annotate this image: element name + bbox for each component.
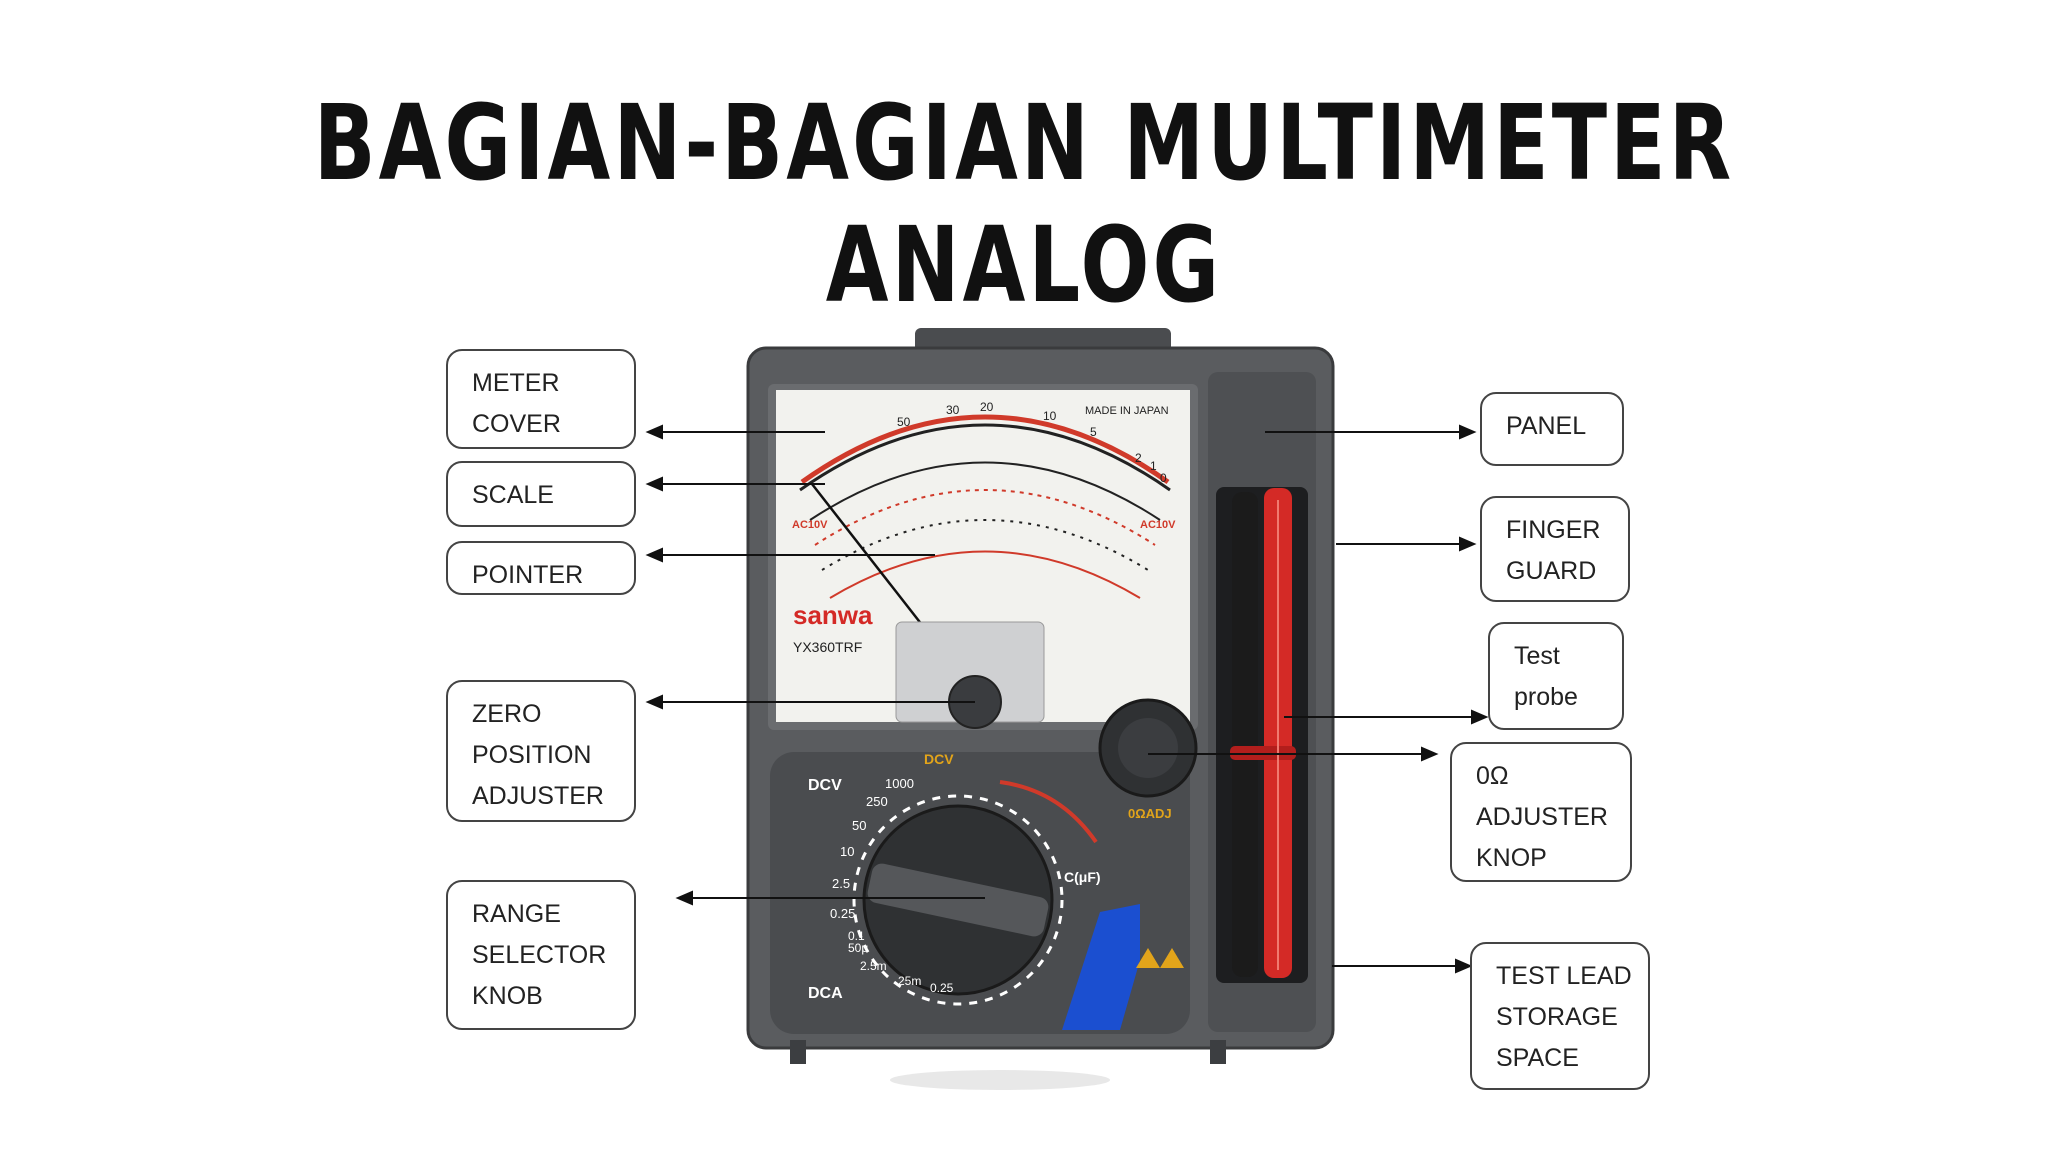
range-dial-ring (852, 794, 1064, 1006)
arrowhead (1471, 709, 1489, 725)
arrowhead (1421, 746, 1439, 762)
ac10v-left: AC10V (792, 519, 828, 531)
dcv-top-label: DCV (924, 751, 954, 767)
cap-label: C(μF) (1064, 869, 1101, 885)
scale-number: 2 (1135, 451, 1142, 465)
warning-icon (1136, 948, 1160, 968)
label-panel: PANEL (1480, 392, 1624, 466)
ohm-range-arc (999, 780, 1098, 844)
label-pointer: POINTER (446, 541, 636, 595)
scale-number: 1 (1150, 459, 1157, 473)
ohm-adjuster-knob-center (1118, 718, 1178, 778)
dcv-mark: 50 (852, 818, 866, 833)
device-foot-right (1210, 1040, 1226, 1064)
ac10v-right: AC10V (1140, 519, 1176, 531)
black-probe (1232, 492, 1258, 977)
scale-number: 0 (1160, 471, 1167, 485)
scale-number: 5 (1090, 425, 1097, 439)
scale-arc-2 (809, 461, 1161, 521)
label-finger-guard: FINGER GUARD (1480, 496, 1630, 602)
label-test-probe: Test probe (1488, 622, 1624, 730)
highlight-overlay (995, 904, 1140, 1030)
arrowhead (645, 547, 663, 563)
dcv-label: DCV (808, 777, 842, 794)
scale-number: 20 (980, 400, 994, 414)
warning-icon (1160, 948, 1184, 968)
dcv-mark: 1000 (885, 776, 914, 791)
label-test-lead-storage-space: TEST LEAD STORAGE SPACE (1470, 942, 1650, 1090)
leader-lines (645, 424, 1489, 974)
ohm-adj-label: 0ΩADJ (1128, 806, 1172, 821)
dca-mark: 0.1 (848, 929, 865, 943)
scale-arc-ohm (800, 414, 1170, 485)
label-meter-cover: METER COVER (446, 349, 636, 449)
arrowhead (645, 476, 663, 492)
arrowhead (645, 694, 663, 710)
device-foot-left (790, 1040, 806, 1064)
scale-arc-5 (829, 550, 1141, 599)
dca-mark: 0.25 (930, 981, 954, 995)
arrowhead (1455, 958, 1473, 974)
scale-arc-3 (814, 489, 1156, 546)
dcv-mark: 10 (840, 844, 854, 859)
range-selector-handle (867, 863, 1049, 937)
model-text: YX360TRF (793, 639, 862, 655)
arrowhead (1459, 536, 1477, 552)
label-scale: SCALE (446, 461, 636, 527)
dcv-mark: 0.25 (830, 906, 855, 921)
dca-mark: 2.5m (860, 959, 887, 973)
dca-mark: 25m (898, 974, 921, 988)
label-range-selector-knob: RANGE SELECTOR KNOB (446, 880, 636, 1030)
page-title: BAGIAN-BAGIAN MULTIMETER ANALOG (313, 82, 1735, 326)
made-in-text: MADE IN JAPAN (1085, 405, 1169, 417)
lead-storage-cavity (1216, 487, 1308, 983)
label-zero-position-adjuster: ZERO POSITION ADJUSTER (446, 680, 636, 822)
dcv-mark: 250 (866, 794, 888, 809)
scale-number: 30 (946, 403, 960, 417)
dca-label: DCA (808, 985, 843, 1002)
dca-mark: 50μ (848, 941, 868, 955)
scale-number: 10 (1043, 409, 1057, 423)
device-shadow (890, 1070, 1110, 1090)
scale-arc-4 (821, 519, 1149, 571)
arrowhead (675, 890, 693, 906)
dcv-mark: 2.5 (832, 876, 850, 891)
brand-logo: sanwa (793, 600, 873, 630)
scale-number: 50 (897, 415, 911, 429)
scale-arc-1 (799, 423, 1171, 492)
arrowhead (1459, 424, 1477, 440)
arrowhead (645, 424, 663, 440)
label-ohm-adjuster-knop: 0Ω ADJUSTER KNOP (1450, 742, 1632, 882)
